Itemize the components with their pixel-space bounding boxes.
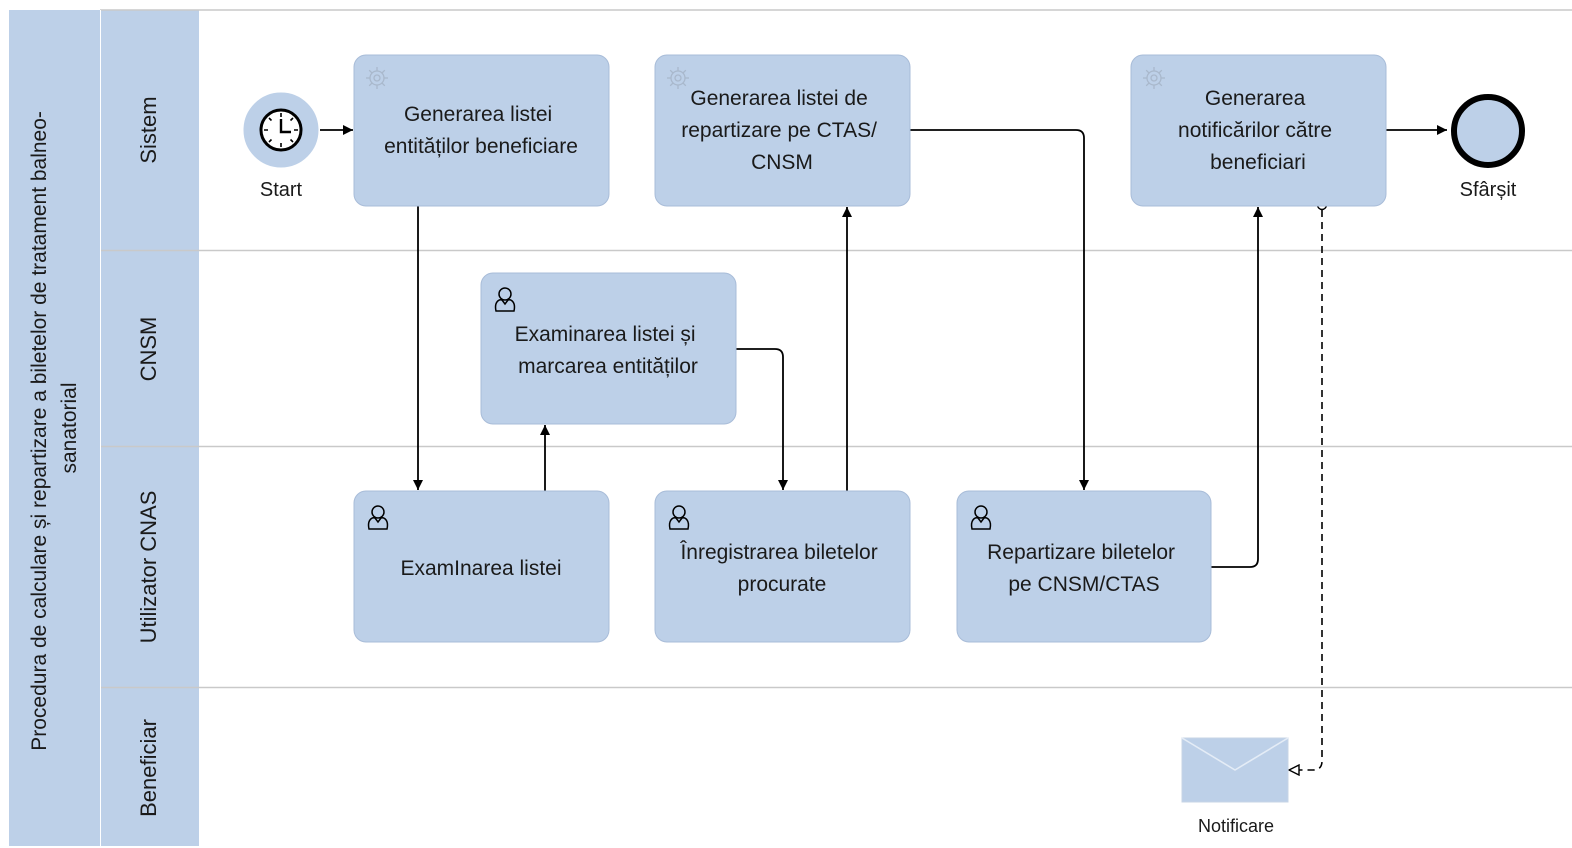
flow-t4-to-t6[interactable] xyxy=(736,348,788,490)
svg-text:Examinarea listei și mar: Examinarea listei și marcarea entitățilo… xyxy=(515,323,702,378)
notificare-label: Notificare xyxy=(1198,816,1274,836)
lane-label-utilizator: Utilizator CNAS xyxy=(136,491,161,644)
lane-label-sistem: Sistem xyxy=(136,96,161,163)
task-generarea-notificarilor[interactable]: Generarea notificărilor către beneficiar… xyxy=(1130,54,1387,207)
envelope-icon xyxy=(1181,737,1289,803)
lane-band-utilizator xyxy=(101,447,199,687)
pool-title: Procedura de calculare și repartizare a … xyxy=(28,105,81,751)
task-generarea-listei-repartizare[interactable]: Generarea listei de repartizare pe CTAS/… xyxy=(654,54,911,207)
flow-t7-to-t3[interactable] xyxy=(1211,207,1263,568)
svg-text:Repartizare biletelor pe: Repartizare biletelor pe CNSM/CTAS xyxy=(987,541,1181,596)
svg-text:ExamInarea listei: ExamInarea listei xyxy=(400,557,561,580)
clock-icon xyxy=(259,108,303,152)
lane-label-beneficiar: Beneficiar xyxy=(136,719,161,817)
lane-band-sistem xyxy=(101,10,199,250)
end-event[interactable] xyxy=(1451,94,1525,168)
svg-text:Înregistrarea biletelor: Înregistrarea biletelor procurate xyxy=(679,541,883,596)
task-generarea-listei-entitatilor[interactable]: Generarea listei entităților beneficiare xyxy=(353,54,610,207)
lane-label-cnsm: CNSM xyxy=(136,317,161,382)
task-examinarea-listei[interactable]: ExamInarea listei xyxy=(353,490,610,643)
pool-band xyxy=(9,10,100,846)
message-flow-t3-to-notificare[interactable] xyxy=(1289,210,1323,770)
task-examinarea-si-marcarea[interactable]: Examinarea listei și marcarea entitățilo… xyxy=(480,272,737,425)
lane-band-cnsm xyxy=(101,251,199,446)
task-repartizare-biletelor[interactable]: Repartizare biletelor pe CNSM/CTAS xyxy=(956,490,1212,643)
lane-band-beneficiar xyxy=(101,688,199,846)
svg-text:Generarea notificărilor: Generarea notificărilor către beneficiar… xyxy=(1178,87,1338,174)
data-object-notificare[interactable] xyxy=(1181,737,1289,803)
end-label: Sfârșit xyxy=(1460,179,1517,201)
flow-t2-to-t7[interactable] xyxy=(910,129,1089,490)
start-label: Start xyxy=(260,179,303,201)
task-inregistrarea-biletelor[interactable]: Înregistrarea biletelor procurate xyxy=(654,490,911,643)
start-event[interactable] xyxy=(243,92,319,168)
svg-text:Generarea listei de repa: Generarea listei de repartizare pe CTAS/… xyxy=(681,87,883,174)
svg-text:Generarea listei entităț: Generarea listei entităților beneficiare xyxy=(384,103,578,158)
